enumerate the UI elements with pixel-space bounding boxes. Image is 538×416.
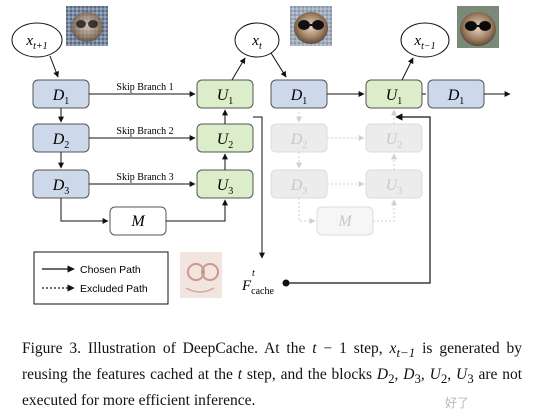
svg-text:D3: D3: [52, 177, 70, 197]
cache-feed-point: [282, 279, 290, 287]
svg-text:D2: D2: [52, 131, 70, 151]
svg-text:D1: D1: [290, 87, 308, 107]
svg-text:U3: U3: [217, 177, 234, 197]
node-x-t-plus-1: xt+1: [11, 22, 63, 58]
svg-text:xt: xt: [251, 33, 262, 52]
svg-text:D1: D1: [52, 87, 70, 107]
skip-branch-2-label: Skip Branch 2: [116, 126, 173, 137]
svg-text:D1: D1: [447, 87, 465, 107]
right-network: D1 U1 D1 D2 D3 U2 U3: [270, 52, 511, 287]
svg-text:xt+1: xt+1: [25, 33, 47, 52]
svg-text:U1: U1: [217, 87, 234, 107]
left-network: D1 D2 D3 U1 U2 U3 M Skip Branch 1 Skip B…: [32, 55, 265, 259]
svg-text:xt−1: xt−1: [413, 33, 435, 52]
svg-text:U2: U2: [386, 131, 403, 151]
cat-image-t: [290, 6, 332, 46]
legend-chosen-label: Chosen Path: [80, 264, 141, 276]
svg-text:U2: U2: [217, 131, 234, 151]
deepcache-diagram: xt+1 xt xt−1 D1 D2 D3 U1: [11, 6, 511, 305]
svg-text:U3: U3: [386, 177, 403, 197]
svg-text:D2: D2: [290, 131, 308, 151]
skip-branch-3-label: Skip Branch 3: [116, 172, 173, 183]
node-x-t-minus-1: xt−1: [400, 22, 450, 58]
noisy-cat-image-t-plus-1: [66, 6, 108, 46]
watermark-text: 好了: [445, 396, 470, 410]
f-cache-label: Fcache: [241, 278, 274, 297]
svg-text:M: M: [337, 213, 353, 230]
legend-excluded-label: Excluded Path: [80, 283, 148, 295]
node-x-t: xt: [234, 22, 280, 58]
svg-text:M: M: [130, 213, 146, 230]
f-cache-superscript: t: [252, 268, 255, 279]
block-u1: [196, 79, 254, 109]
skip-branch-1-label: Skip Branch 1: [116, 82, 173, 93]
svg-text:D3: D3: [290, 177, 308, 197]
svg-text:U1: U1: [386, 87, 403, 107]
cat-image-t-minus-1: [457, 6, 499, 48]
figure-caption: Figure 3. Illustration of DeepCache. At …: [22, 340, 523, 410]
legend: Chosen Path Excluded Path: [33, 251, 169, 305]
feature-cache-image: [180, 252, 222, 298]
